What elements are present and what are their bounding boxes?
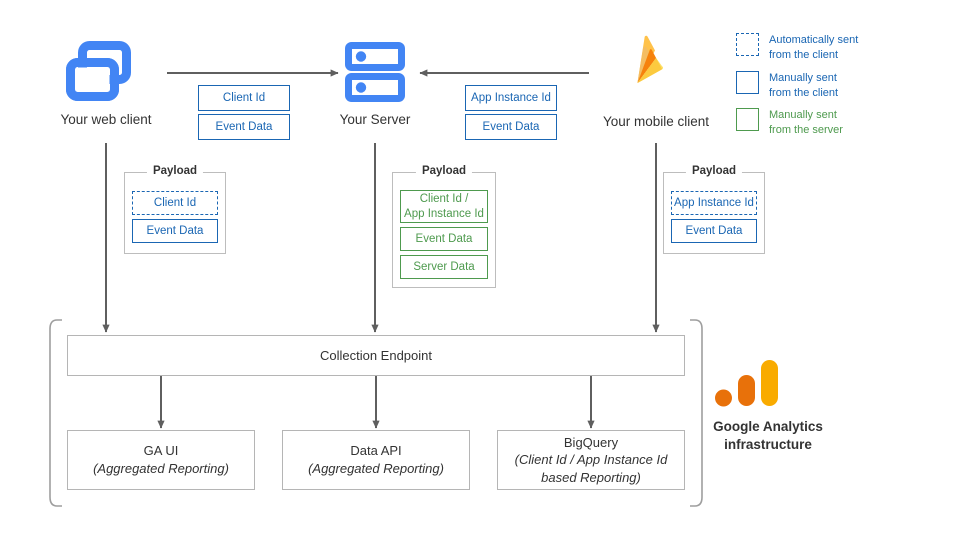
legend: Automatically sent from the client Manua… bbox=[736, 33, 936, 138]
collection-endpoint-label: Collection Endpoint bbox=[319, 347, 433, 363]
output-subtitle: (Client Id / App Instance Id based Repor… bbox=[514, 452, 668, 485]
transfer-item: Event Data bbox=[198, 114, 290, 140]
payload-item: Event Data bbox=[132, 219, 218, 243]
legend-label: Manually sent from the client bbox=[769, 71, 839, 99]
legend-label: Automatically sent from the client bbox=[769, 34, 859, 61]
output-title: Data API bbox=[350, 443, 402, 459]
transfer-item: Client Id bbox=[198, 85, 290, 111]
browser-windows-icon bbox=[66, 41, 131, 101]
legend-swatch-manual-client bbox=[736, 70, 759, 94]
google-analytics-icon bbox=[715, 360, 778, 407]
infrastructure-bracket-right bbox=[690, 319, 703, 507]
payload-title: Payload bbox=[685, 165, 743, 177]
server-rack-icon bbox=[345, 42, 405, 102]
payload-server: Payload Client Id / App Instance Id Even… bbox=[392, 165, 496, 288]
output-subtitle: (Aggregated Reporting) bbox=[308, 461, 444, 476]
payload-web: Payload Client Id Event Data bbox=[124, 165, 226, 254]
mobile-client-label: Your mobile client bbox=[602, 114, 710, 129]
transfer-item: App Instance Id bbox=[465, 85, 557, 111]
output-box-data-api: Data API (Aggregated Reporting) bbox=[282, 430, 470, 490]
payload-title: Payload bbox=[415, 165, 473, 177]
payload-item: Client Id bbox=[132, 191, 218, 215]
output-box-bigquery: BigQuery (Client Id / App Instance Id ba… bbox=[497, 430, 685, 490]
server-label: Your Server bbox=[339, 112, 411, 127]
legend-swatch-auto-client bbox=[736, 33, 759, 56]
output-subtitle: (Aggregated Reporting) bbox=[93, 461, 229, 476]
output-title: GA UI bbox=[143, 443, 179, 459]
payload-item: Server Data bbox=[400, 255, 488, 279]
legend-item: Manually sent from the server bbox=[736, 108, 936, 138]
node-web-client: Your web client bbox=[46, 36, 166, 129]
payload-item: App Instance Id bbox=[671, 191, 757, 215]
output-box-ga-ui: GA UI (Aggregated Reporting) bbox=[67, 430, 255, 490]
google-analytics-brand: Google Analytics infrastructure bbox=[688, 358, 848, 453]
payload-item: Event Data bbox=[400, 227, 488, 251]
firebase-flame-icon bbox=[637, 35, 664, 84]
web-client-label: Your web client bbox=[60, 112, 152, 127]
legend-swatch-manual-server bbox=[736, 108, 759, 132]
node-mobile-client: Your mobile client bbox=[586, 30, 726, 131]
infrastructure-bracket bbox=[49, 319, 62, 507]
google-analytics-label: Google Analytics infrastructure bbox=[713, 419, 823, 452]
payload-item: Client Id / App Instance Id bbox=[400, 190, 488, 223]
payload-title: Payload bbox=[146, 165, 204, 177]
transfer-web-to-server: Client Id Event Data bbox=[198, 85, 290, 140]
transfer-mobile-to-server: App Instance Id Event Data bbox=[465, 85, 557, 140]
transfer-item: Event Data bbox=[465, 114, 557, 140]
legend-item: Automatically sent from the client bbox=[736, 33, 936, 63]
payload-item: Event Data bbox=[671, 219, 757, 243]
legend-label: Manually sent from the server bbox=[769, 109, 843, 137]
payload-mobile: Payload App Instance Id Event Data bbox=[663, 165, 765, 254]
output-title: BigQuery bbox=[563, 434, 619, 450]
collection-endpoint-box: Collection Endpoint bbox=[67, 335, 685, 376]
node-server: Your Server bbox=[315, 36, 435, 129]
legend-item: Manually sent from the client bbox=[736, 70, 936, 101]
